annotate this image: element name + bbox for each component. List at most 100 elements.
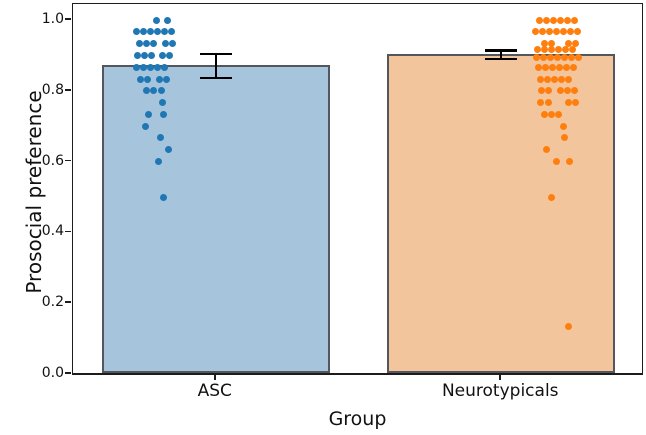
data-point <box>554 45 562 53</box>
data-point <box>141 51 149 59</box>
data-point <box>161 63 169 71</box>
data-point <box>553 54 561 62</box>
data-point <box>153 16 161 24</box>
data-point <box>547 193 555 201</box>
data-point <box>552 158 560 166</box>
y-tick-mark <box>65 18 71 20</box>
data-point <box>548 63 556 71</box>
data-point <box>567 54 575 62</box>
data-point <box>554 111 562 119</box>
data-point <box>147 28 155 36</box>
data-point <box>163 75 171 83</box>
data-point <box>544 98 552 106</box>
x-category-label-neurotypicals: Neurotypicals <box>441 381 559 401</box>
data-point <box>154 28 162 36</box>
data-point <box>140 28 148 36</box>
data-point <box>161 28 169 36</box>
bar-neurotypicals <box>387 53 616 373</box>
data-point <box>533 45 541 53</box>
x-tick-mark <box>499 375 502 380</box>
bar-asc <box>101 65 330 373</box>
data-point <box>147 63 155 71</box>
y-tick-label: 1.0 <box>41 11 64 27</box>
data-point <box>564 98 572 106</box>
data-point <box>560 54 568 62</box>
data-point <box>549 16 557 24</box>
data-point <box>540 45 548 53</box>
y-tick-mark <box>65 230 71 233</box>
data-point <box>162 40 170 48</box>
data-point <box>143 87 151 95</box>
data-point <box>160 193 168 201</box>
data-point <box>156 75 164 83</box>
data-point <box>142 122 150 130</box>
data-point <box>559 122 567 130</box>
y-tick-label: 0.2 <box>41 294 64 311</box>
data-point <box>571 40 579 48</box>
error-bar-cap <box>199 76 232 80</box>
data-point <box>537 87 545 95</box>
y-tick-label: 0.6 <box>41 152 64 169</box>
data-point <box>566 28 574 36</box>
x-axis-label: Group <box>328 408 387 430</box>
error-bar-cap <box>485 57 518 61</box>
data-point <box>531 28 539 36</box>
data-point <box>542 146 550 154</box>
data-point <box>536 75 544 83</box>
data-point <box>571 98 579 106</box>
data-point <box>155 158 163 166</box>
data-point <box>573 28 581 36</box>
data-point <box>570 16 578 24</box>
data-point <box>133 28 141 36</box>
x-tick-mark <box>213 375 216 380</box>
data-point <box>552 28 560 36</box>
error-bar-line <box>214 53 217 79</box>
data-point <box>556 16 564 24</box>
data-point <box>535 16 543 24</box>
y-tick-mark <box>65 372 71 374</box>
data-point <box>562 63 570 71</box>
data-point <box>133 63 141 71</box>
data-point <box>565 158 573 166</box>
data-point <box>547 40 555 48</box>
data-point <box>166 51 174 59</box>
y-tick-label: 0.4 <box>41 223 64 240</box>
data-point <box>136 40 144 48</box>
data-point <box>546 54 554 62</box>
error-bar-cap <box>199 52 232 56</box>
data-point <box>543 75 551 83</box>
data-point <box>574 54 582 62</box>
data-point <box>564 75 572 83</box>
data-point <box>561 45 569 53</box>
data-point <box>560 134 568 142</box>
y-tick-mark <box>65 301 71 303</box>
plot-area <box>72 3 643 375</box>
error-bar-line <box>500 50 503 59</box>
data-point <box>145 111 153 119</box>
data-point <box>540 40 548 48</box>
y-tick-mark <box>65 89 71 91</box>
data-point <box>154 63 162 71</box>
data-point <box>159 51 167 59</box>
data-point <box>540 111 548 119</box>
data-point <box>150 40 158 48</box>
data-point <box>536 98 544 106</box>
data-point <box>547 111 555 119</box>
data-point <box>137 75 145 83</box>
data-point <box>569 63 577 71</box>
data-point <box>168 28 176 36</box>
data-point <box>165 146 173 154</box>
data-point <box>164 16 172 24</box>
data-point <box>542 16 550 24</box>
y-tick-label: 0.0 <box>41 365 64 381</box>
data-point <box>169 40 177 48</box>
data-point <box>547 45 555 53</box>
data-point <box>538 28 546 36</box>
data-point <box>160 111 168 119</box>
data-point <box>568 45 576 53</box>
x-category-label-asc: ASC <box>197 381 232 401</box>
data-point <box>563 87 571 95</box>
data-point <box>532 54 540 62</box>
y-axis-label: Prosocial preference <box>22 90 46 294</box>
data-point <box>545 28 553 36</box>
